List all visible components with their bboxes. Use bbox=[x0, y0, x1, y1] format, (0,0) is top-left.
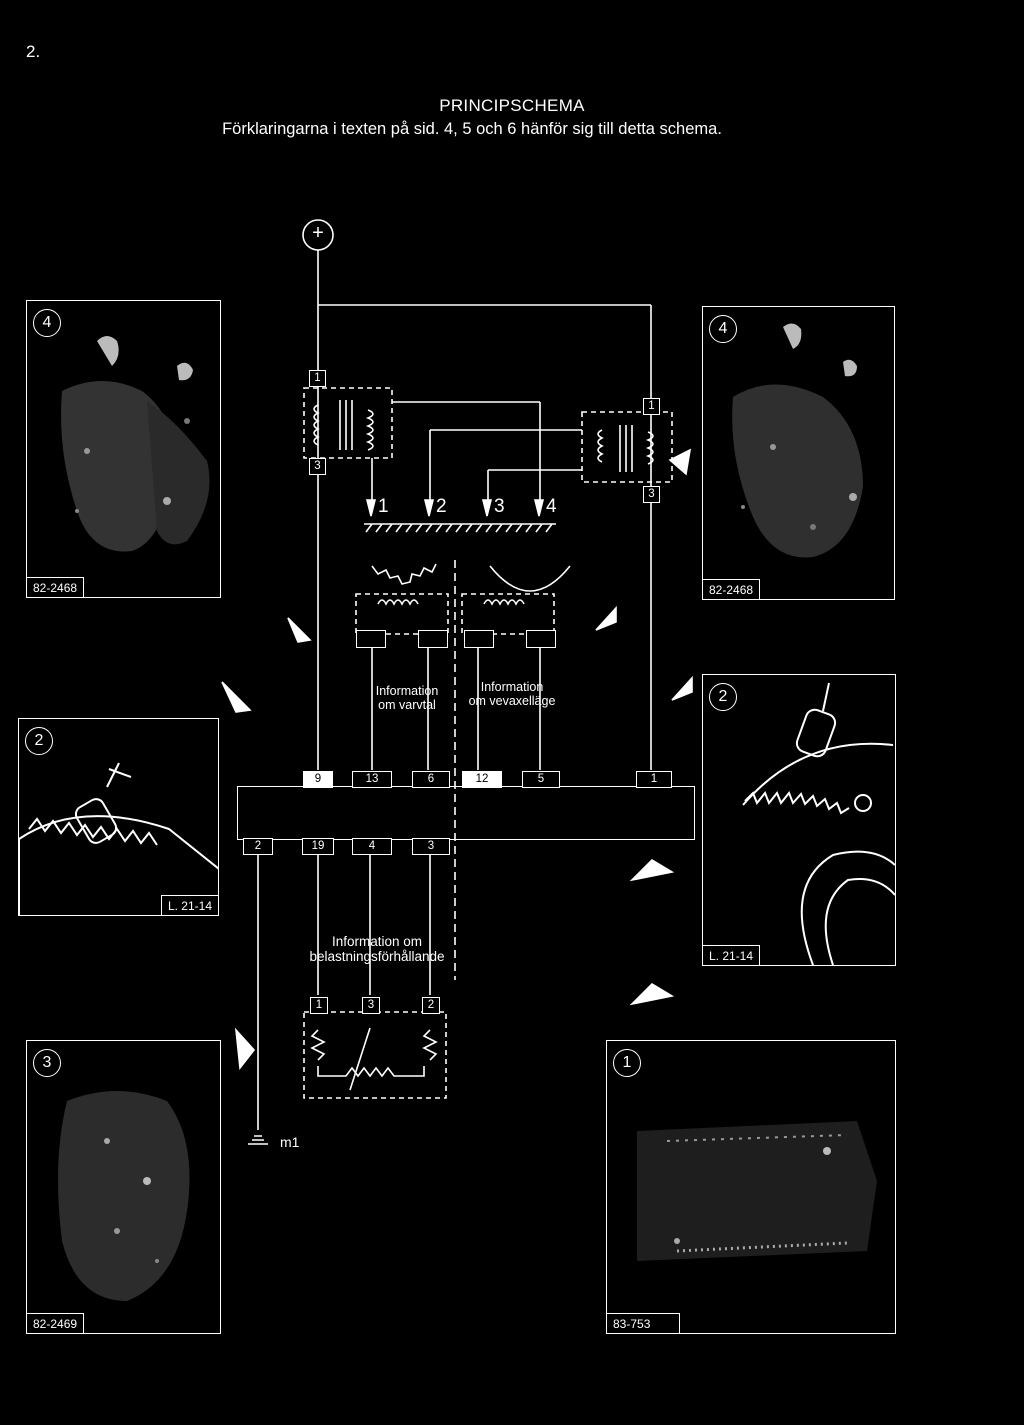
speed-sensor-pole-right bbox=[418, 630, 448, 648]
speed-sensor-pole-left bbox=[356, 630, 386, 648]
panel-number-3: 3 bbox=[33, 1049, 61, 1077]
spark-output-1: 1 bbox=[378, 496, 389, 517]
crank-sensor-pole-right bbox=[526, 630, 556, 648]
panel-ref-82-2468-left: 82-2468 bbox=[27, 577, 85, 597]
panel-number-1: 1 bbox=[613, 1049, 641, 1077]
spark-output-3: 3 bbox=[494, 496, 505, 517]
panel-number-2-right: 2 bbox=[709, 683, 737, 711]
load-info-line1: Information om bbox=[331, 934, 423, 949]
page-number: 2. bbox=[26, 42, 41, 61]
control-unit-photo bbox=[637, 1121, 877, 1261]
panel-ref-82-2468-right: 82-2468 bbox=[703, 579, 761, 599]
photo-panel-control-unit: 1 83-753 bbox=[606, 1040, 896, 1334]
ground-label: m1 bbox=[280, 1134, 300, 1150]
crank-info-label: Information om vevaxelläge bbox=[456, 680, 568, 708]
ecu-pin-9: 9 bbox=[303, 771, 333, 788]
crank-info-line1: Information bbox=[480, 680, 544, 694]
control-unit-block bbox=[237, 786, 695, 840]
ecu-pin-12: 12 bbox=[462, 771, 502, 788]
sensor-photo-right bbox=[742, 682, 895, 965]
load-pin-2: 2 bbox=[422, 997, 440, 1014]
load-pin-3: 3 bbox=[362, 997, 380, 1014]
photo-panel-speed-sensor-left: 2 L. 21-14 bbox=[18, 718, 219, 916]
spark-output-4: 4 bbox=[546, 496, 557, 517]
coil-photo-left bbox=[61, 336, 210, 552]
ecu-pin-19: 19 bbox=[302, 838, 334, 855]
panel-number-4-left: 4 bbox=[33, 309, 61, 337]
panel-ref-83-753: 83-753 bbox=[607, 1313, 680, 1333]
left-coil-pin-3: 3 bbox=[309, 458, 326, 475]
ecu-pin-5: 5 bbox=[522, 771, 560, 788]
ecu-pin-2: 2 bbox=[243, 838, 273, 855]
diagram-subtitle: Förklaringarna i texten på sid. 4, 5 och… bbox=[222, 120, 722, 138]
photo-panel-ignition-coil-left: 4 82-2468 bbox=[26, 300, 221, 598]
panel-ref-82-2469: 82-2469 bbox=[27, 1313, 85, 1333]
load-pin-1: 1 bbox=[310, 997, 328, 1014]
speed-info-line1: Information bbox=[375, 684, 439, 698]
diagram-title: PRINCIPSCHEMA bbox=[439, 96, 585, 115]
ecu-pin-3: 3 bbox=[412, 838, 450, 855]
ecu-pin-13: 13 bbox=[352, 771, 392, 788]
crank-info-line2: om vevaxelläge bbox=[468, 694, 556, 708]
sensor-photo-left bbox=[19, 762, 218, 915]
right-coil-pin-1: 1 bbox=[643, 398, 660, 415]
speed-info-line2: om varvtal bbox=[378, 698, 436, 712]
supply-plus-symbol: + bbox=[312, 222, 324, 244]
right-coil-pin-3: 3 bbox=[643, 486, 660, 503]
speed-info-label: Information om varvtal bbox=[362, 684, 452, 712]
panel-ref-l-21-14-left: L. 21-14 bbox=[160, 895, 218, 915]
ecu-pin-6: 6 bbox=[412, 771, 450, 788]
photo-panel-load-sensor: 3 82-2469 bbox=[26, 1040, 221, 1334]
load-sensor-photo bbox=[58, 1091, 190, 1301]
photo-panel-ignition-coil-right: 4 82-2468 bbox=[702, 306, 895, 600]
load-info-label: Information om belastningsförhållande bbox=[288, 934, 466, 964]
panel-ref-l-21-14-right: L. 21-14 bbox=[703, 945, 761, 965]
ecu-pin-4: 4 bbox=[352, 838, 392, 855]
crank-sensor-pole-left bbox=[464, 630, 494, 648]
panel-number-2-left: 2 bbox=[25, 727, 53, 755]
left-coil-pin-1: 1 bbox=[309, 370, 326, 387]
ecu-pin-1: 1 bbox=[636, 771, 672, 788]
panel-number-4-right: 4 bbox=[709, 315, 737, 343]
load-info-line2: belastningsförhållande bbox=[309, 949, 445, 964]
spark-output-2: 2 bbox=[436, 496, 447, 517]
coil-photo-right bbox=[732, 323, 863, 558]
supply-circle bbox=[302, 219, 334, 251]
photo-panel-speed-sensor-right: 2 L. 21-14 bbox=[702, 674, 896, 966]
